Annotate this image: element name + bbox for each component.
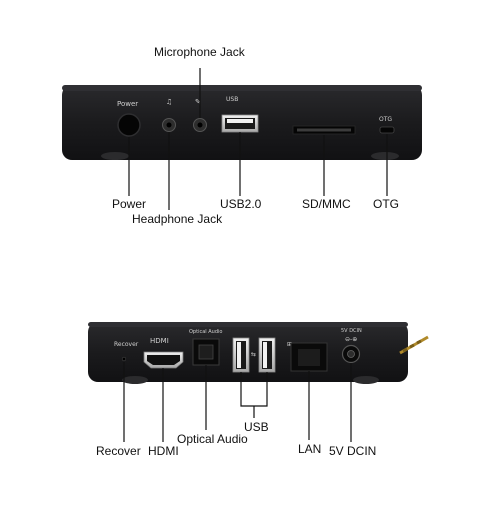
microphone-jack-hole <box>197 122 203 128</box>
hdmi-port-text: HDMI <box>150 337 169 345</box>
usb-port-text: USB <box>226 96 238 103</box>
recover-pinhole <box>121 356 127 362</box>
top-device-top-edge <box>62 85 422 91</box>
headphone-icon: ♫ <box>166 98 172 106</box>
headphone-jack-label: Headphone Jack <box>132 212 223 226</box>
usb-symbol-icon: ⇆ <box>251 351 256 358</box>
bottom-device-top-edge <box>88 322 408 327</box>
otg-label: OTG <box>373 197 399 211</box>
hdmi-label: HDMI <box>148 444 179 458</box>
network-icon: ⊞ <box>287 341 292 348</box>
lan-label: LAN <box>298 442 322 456</box>
dc-power-pin <box>347 350 355 358</box>
sd-mmc-label: SD/MMC <box>302 197 351 211</box>
usb-port-1-tongue <box>237 342 241 368</box>
usb-port-tongue <box>227 119 253 123</box>
usb-port-2-tongue <box>263 342 267 368</box>
lan-port-tab <box>304 366 314 370</box>
wifi-antenna <box>399 335 429 355</box>
otg-port-text: OTG <box>379 116 392 123</box>
optical-audio-label: Optical Audio <box>177 432 248 446</box>
polarity-icon: ⊖-⊕ <box>345 336 357 343</box>
optical-audio-shutter <box>198 344 214 360</box>
recover-port-text: Recover <box>114 341 139 348</box>
top-device-foot-right <box>371 152 399 160</box>
bottom-callout-lines <box>123 362 352 442</box>
power-button <box>117 113 141 137</box>
bottom-device-foot-right <box>353 376 379 384</box>
headphone-jack-hole <box>166 122 172 128</box>
top-device-foot-left <box>101 152 129 160</box>
dcin-port-text: 5V DCIN <box>341 328 362 334</box>
microphone-jack-label: Microphone Jack <box>154 45 245 59</box>
dcin-label: 5V DCIN <box>329 444 377 458</box>
top-callout-lines <box>128 68 388 210</box>
otg-port <box>379 126 395 134</box>
optical-port-text: Optical Audio <box>189 329 222 335</box>
sd-card-slot-inner <box>297 128 351 132</box>
microphone-icon: ✎ <box>195 98 201 106</box>
power-port-text: Power <box>117 100 138 108</box>
hdmi-port-inner <box>147 355 180 365</box>
usb-2-label: USB2.0 <box>220 197 262 211</box>
recover-label: Recover <box>96 444 141 458</box>
lan-port-inner <box>298 349 320 366</box>
power-label: Power <box>112 197 147 211</box>
top-device: Power USB OTG ♫ ✎ <box>62 85 422 160</box>
bottom-device: Recover HDMI Optical Audio 5V DCIN ⇆ ⊞ <box>88 322 429 384</box>
bottom-device-foot-left <box>122 376 148 384</box>
usb-port-inner <box>225 118 255 129</box>
usb-label: USB <box>244 420 269 434</box>
